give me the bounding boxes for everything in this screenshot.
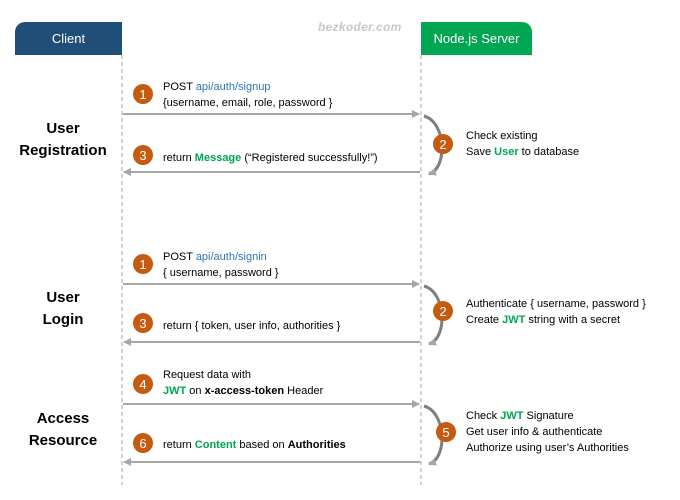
server-header: Node.js Server (421, 22, 532, 55)
signin-request-text: POST api/auth/signin { username, passwor… (163, 249, 279, 281)
jwt-highlight: JWT (163, 385, 187, 397)
section-access-line1: Access (36, 410, 90, 427)
user-highlight: User (494, 146, 519, 158)
section-registration-line2: Registration (19, 142, 107, 159)
jwt-highlight: JWT (502, 314, 526, 326)
save-suffix: to database (518, 146, 580, 158)
based-on-text: based on (236, 439, 288, 451)
signin-payload: { username, password } (163, 267, 279, 279)
section-access: Access Resource (8, 408, 118, 452)
return-prefix: return (163, 152, 195, 164)
section-registration: User Registration (8, 118, 118, 162)
access-response-text: return Content based on Authorities (163, 437, 346, 453)
signin-process-text: Authenticate { username, password } Crea… (466, 296, 646, 328)
authorize-text: Authorize using user’s Authorities (466, 442, 629, 454)
step-badge: 5 (436, 422, 456, 442)
request-data-text: Request data with (163, 369, 252, 381)
on-text: on (186, 385, 205, 397)
section-login-line2: Login (42, 311, 84, 328)
save-prefix: Save (466, 146, 495, 158)
check-suffix: Signature (523, 410, 574, 422)
header-name: x-access-token (204, 385, 285, 397)
step-badge: 6 (133, 433, 153, 453)
section-registration-line1: User (46, 120, 80, 137)
check-existing: Check existing (466, 130, 538, 142)
check-prefix: Check (466, 410, 501, 422)
content-highlight: Content (194, 439, 237, 451)
section-login: User Login (8, 287, 118, 331)
signup-endpoint: api/auth/signup (195, 81, 271, 93)
section-access-line2: Resource (28, 432, 98, 449)
server-label: Node.js Server (433, 31, 520, 46)
jwt-highlight: JWT (500, 410, 524, 422)
step-badge: 3 (133, 145, 153, 165)
signup-request-text: POST api/auth/signup {username, email, r… (163, 79, 332, 111)
watermark: bezkoder.com (318, 20, 402, 34)
access-process-text: Check JWT Signature Get user info & auth… (466, 408, 629, 456)
post-method: POST (163, 81, 196, 93)
step-badge: 1 (133, 254, 153, 274)
create-prefix: Create (466, 314, 503, 326)
access-request-text: Request data with JWT on x-access-token … (163, 367, 323, 399)
authorities-bold: Authorities (287, 439, 346, 451)
signin-response-text: return { token, user info, authorities } (163, 320, 341, 332)
authenticate-text: Authenticate { username, password } (466, 298, 646, 310)
message-suffix: (“Registered successfully!”) (241, 152, 378, 164)
step-badge: 2 (433, 301, 453, 321)
get-user-info: Get user info & authenticate (466, 426, 603, 438)
client-label: Client (51, 31, 86, 46)
return-prefix: return (163, 439, 195, 451)
client-header: Client (15, 22, 122, 55)
create-suffix: string with a secret (525, 314, 621, 326)
post-method: POST (163, 251, 196, 263)
step-badge: 3 (133, 313, 153, 333)
step-badge: 2 (433, 134, 453, 154)
step-badge: 1 (133, 84, 153, 104)
message-highlight: Message (194, 152, 242, 164)
signup-payload: {username, email, role, password } (163, 97, 333, 109)
section-login-line1: User (46, 289, 80, 306)
step-badge: 4 (133, 374, 153, 394)
header-suffix: Header (284, 385, 324, 397)
signup-process-text: Check existing Save User to database (466, 128, 579, 160)
signup-response-text: return Message (“Registered successfully… (163, 150, 378, 166)
signin-endpoint: api/auth/signin (195, 251, 267, 263)
